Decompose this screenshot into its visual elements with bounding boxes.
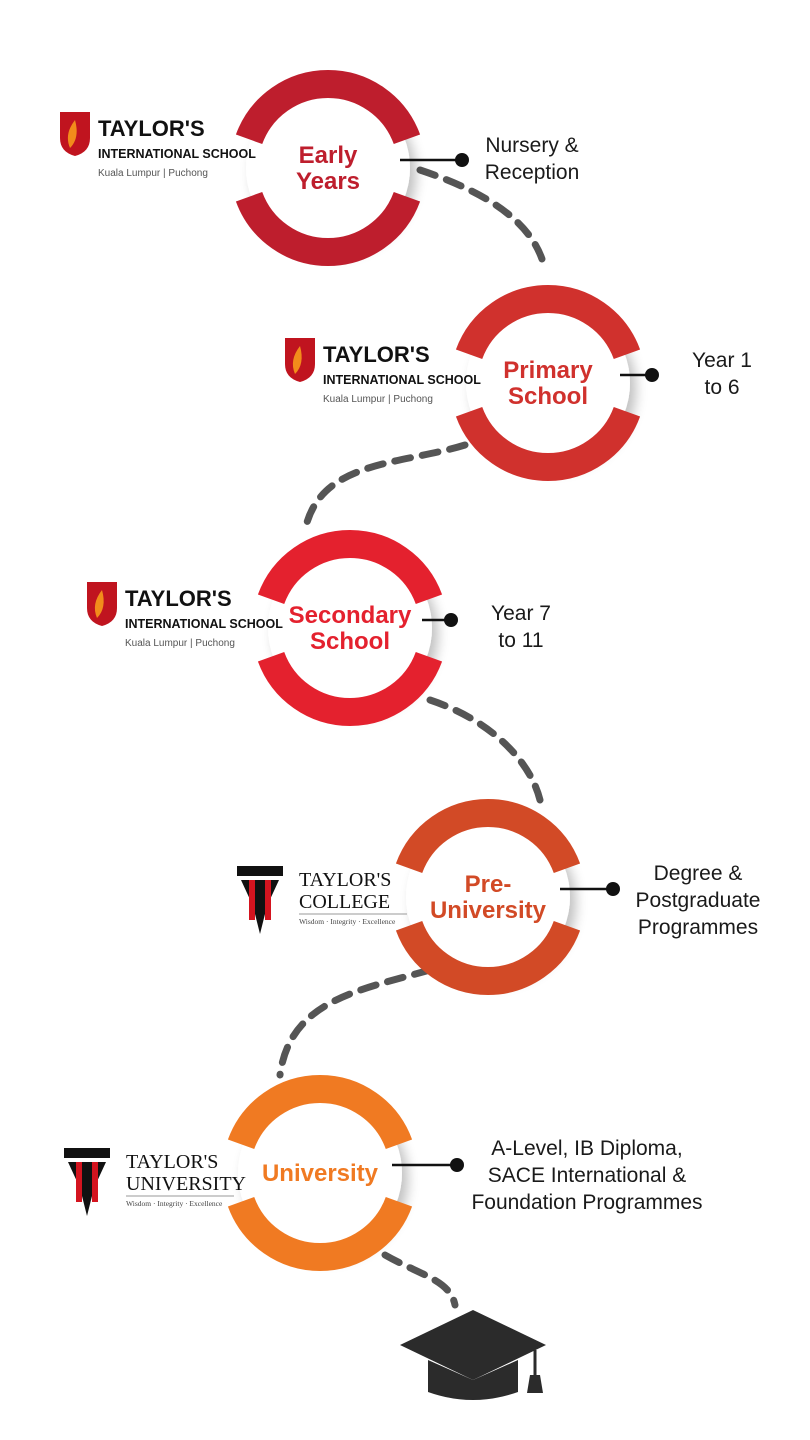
pointer-dot <box>606 882 620 896</box>
pointer-dot <box>455 153 469 167</box>
stage-title-line: University <box>262 1160 379 1187</box>
stage-description-line: Nursery & <box>485 134 578 157</box>
ring-arc-bottom <box>257 651 443 726</box>
taylors-shield-icon <box>60 112 90 156</box>
ring-arc-top <box>455 285 641 360</box>
stage-description-line: Postgraduate <box>636 889 761 912</box>
stage-disc <box>268 546 432 710</box>
taylors-shield-icon <box>87 582 117 626</box>
stage-description-line: to 11 <box>498 629 543 652</box>
stage-description-line: Programmes <box>638 916 758 939</box>
connector-4 <box>276 966 434 1079</box>
taylors-pillar-icon <box>237 866 283 934</box>
logo-name: TAYLOR'S <box>126 1151 218 1173</box>
logo-name: TAYLOR'S <box>125 586 232 611</box>
stage-description-line: Degree & <box>654 862 743 885</box>
logo-subtitle: INTERNATIONAL SCHOOL <box>323 373 481 387</box>
taylors-shield-icon <box>285 338 315 382</box>
logo-subtitle: UNIVERSITY <box>126 1173 246 1195</box>
pointer-dot <box>645 368 659 382</box>
logo-subtitle: INTERNATIONAL SCHOOL <box>98 147 256 161</box>
logo-tagline: Wisdom · Integrity · Excellence <box>126 1199 223 1208</box>
ring-arc-top <box>235 70 421 145</box>
stage-disc <box>238 1091 402 1255</box>
stage-logo: TAYLOR'S INTERNATIONAL SCHOOL Kuala Lumpur… <box>60 112 256 179</box>
connector-paths <box>276 166 549 1309</box>
stage-title-line: Early <box>299 142 358 169</box>
stage-disc <box>406 815 570 979</box>
logo-tagline: Kuala Lumpur | Puchong <box>125 638 235 649</box>
graduation-cap-icon <box>400 1310 546 1400</box>
stage-description-line: Reception <box>485 161 580 184</box>
pointer-dot <box>444 613 458 627</box>
stage-logo: TAYLOR'S INTERNATIONAL SCHOOL Kuala Lumpur… <box>87 582 283 649</box>
connector-5 <box>381 1251 459 1309</box>
stage-5: University A-Level, IB Diploma, SACE Inter… <box>64 1075 703 1271</box>
stage-title-line: School <box>508 383 588 410</box>
taylors-pillar-icon <box>64 1148 110 1216</box>
stage-description-line: to 6 <box>704 376 739 399</box>
ring-arc-bottom <box>395 920 581 995</box>
pointer-dot <box>450 1158 464 1172</box>
stage-4: Pre-University Degree & PostgraduateProgra… <box>237 799 761 995</box>
stage-description-line: Year 7 <box>491 602 551 625</box>
stage-description-line: Year 1 <box>692 349 752 372</box>
connector-1 <box>416 166 549 274</box>
stage-title-line: Secondary <box>289 602 412 629</box>
ring-arc-bottom <box>235 191 421 266</box>
stage-logo: TAYLOR'S INTERNATIONAL SCHOOL Kuala Lumpur… <box>285 338 481 405</box>
stage-description-line: Foundation Programmes <box>471 1191 702 1214</box>
logo-tagline: Kuala Lumpur | Puchong <box>323 394 433 405</box>
ring-arc-top <box>395 799 581 874</box>
stage-title-line: Primary <box>503 357 593 384</box>
stage-title-line: Years <box>296 168 360 195</box>
logo-name: TAYLOR'S <box>323 342 430 367</box>
logo-name: TAYLOR'S <box>299 869 391 891</box>
connector-3 <box>426 696 544 804</box>
stage-disc <box>466 301 630 465</box>
ring-arc-bottom <box>455 406 641 481</box>
ring-arc-top <box>257 530 443 605</box>
connector-2 <box>301 441 469 534</box>
stage-title-line: University <box>430 897 547 924</box>
logo-subtitle: INTERNATIONAL SCHOOL <box>125 617 283 631</box>
stage-title-line: School <box>310 628 390 655</box>
ring-arc-bottom <box>227 1196 413 1271</box>
logo-tagline: Wisdom · Integrity · Excellence <box>299 917 396 926</box>
stage-title-line: Pre- <box>465 871 512 898</box>
stage-description-line: A-Level, IB Diploma, <box>491 1137 682 1160</box>
stage-description-line: SACE International & <box>488 1164 686 1187</box>
logo-subtitle: COLLEGE <box>299 891 390 913</box>
stage-disc <box>246 86 410 250</box>
logo-name: TAYLOR'S <box>98 116 205 141</box>
logo-tagline: Kuala Lumpur | Puchong <box>98 168 208 179</box>
ring-arc-top <box>227 1075 413 1150</box>
